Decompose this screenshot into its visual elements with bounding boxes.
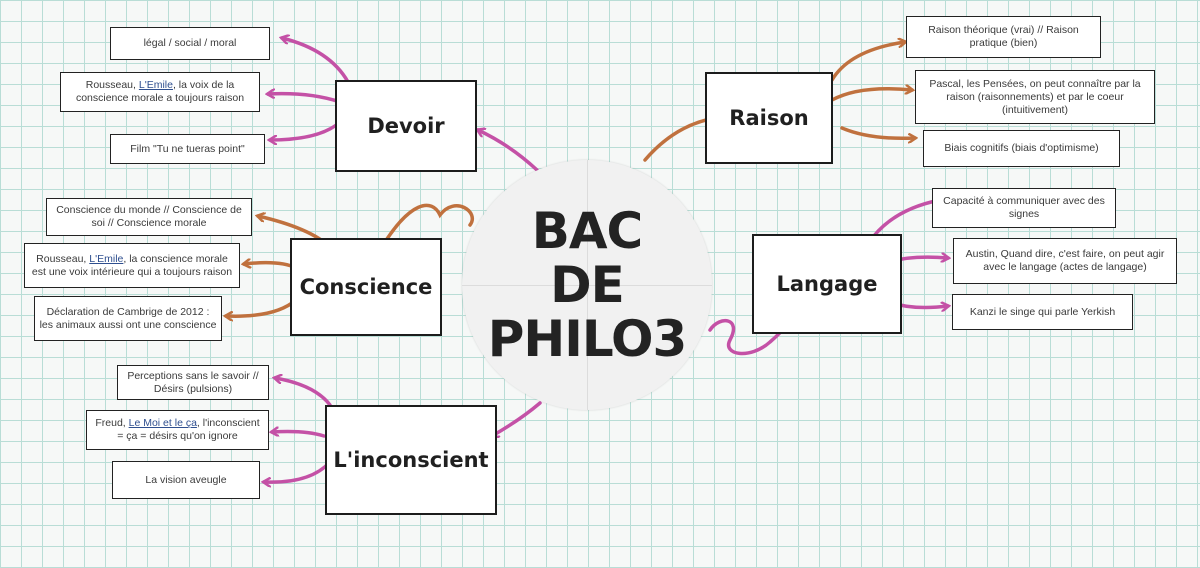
hub-conscience: Conscience — [290, 238, 442, 336]
leaf-conscience-3: Déclaration de Cambrige de 2012 : les an… — [34, 296, 222, 341]
arrow-inconscient-1 — [275, 378, 332, 407]
leaf-inconscient-2: Freud, Le Moi et le ça, l'inconscient = … — [86, 410, 269, 450]
center-line-2: DE — [550, 256, 625, 314]
arrow-center-inconscient — [492, 401, 542, 436]
hub-langage-title: Langage — [776, 272, 878, 296]
leaf-raison-3: Biais cognitifs (biais d'optimisme) — [923, 130, 1120, 167]
leaf-devoir-3: Film "Tu ne tueras point" — [110, 134, 265, 164]
book-link-emile: L'Emile — [89, 252, 124, 265]
hub-inconscient-title: L'inconscient — [333, 448, 489, 472]
arrow-raison-3 — [840, 126, 915, 138]
hub-inconscient: L'inconscient — [325, 405, 497, 515]
arrow-center-devoir — [478, 130, 539, 172]
center-line-3: PHILO3 — [487, 310, 687, 368]
leaf-raison-2: Pascal, les Pensées, on peut connaître p… — [915, 70, 1155, 124]
leaf-conscience-1: Conscience du monde // Conscience de soi… — [46, 198, 252, 236]
arrow-conscience-2 — [244, 263, 298, 270]
arrow-devoir-2 — [268, 94, 342, 104]
hub-devoir: Devoir — [335, 80, 477, 172]
arrow-center-conscience — [380, 203, 474, 250]
arrow-raison-2 — [830, 89, 912, 102]
leaf-langage-3: Kanzi le singe qui parle Yerkish — [952, 294, 1133, 330]
hub-raison-title: Raison — [729, 106, 809, 130]
arrow-inconscient-2 — [272, 432, 326, 438]
leaf-devoir-1: légal / social / moral — [110, 27, 270, 60]
arrow-devoir-3 — [270, 120, 342, 140]
arrow-conscience-3 — [226, 298, 298, 316]
leaf-inconscient-3: La vision aveugle — [112, 461, 260, 499]
arrow-inconscient-3 — [264, 460, 332, 482]
hub-langage: Langage — [752, 234, 902, 334]
hub-raison: Raison — [705, 72, 833, 164]
hub-conscience-title: Conscience — [299, 275, 433, 299]
leaf-conscience-2: Rousseau, L'Emile, la conscience morale … — [24, 243, 240, 288]
leaf-langage-2: Austin, Quand dire, c'est faire, on peut… — [953, 238, 1177, 284]
central-title: BAC DE PHILO3 — [462, 160, 712, 410]
hub-devoir-title: Devoir — [367, 114, 445, 138]
arrow-raison-1 — [830, 42, 905, 82]
leaf-raison-1: Raison théorique (vrai) // Raison pratiq… — [906, 16, 1101, 58]
center-line-1: BAC — [531, 202, 644, 260]
leaf-langage-1: Capacité à communiquer avec des signes — [932, 188, 1116, 228]
book-link-emile: L'Emile — [138, 79, 173, 91]
book-link-moi-et-ca: Le Moi et le ça — [128, 417, 197, 429]
leaf-inconscient-1: Perceptions sans le savoir // Désirs (pu… — [117, 365, 269, 400]
arrow-devoir-1 — [282, 38, 350, 84]
leaf-devoir-2: Rousseau, L'Emile, la voix de la conscie… — [60, 72, 260, 112]
